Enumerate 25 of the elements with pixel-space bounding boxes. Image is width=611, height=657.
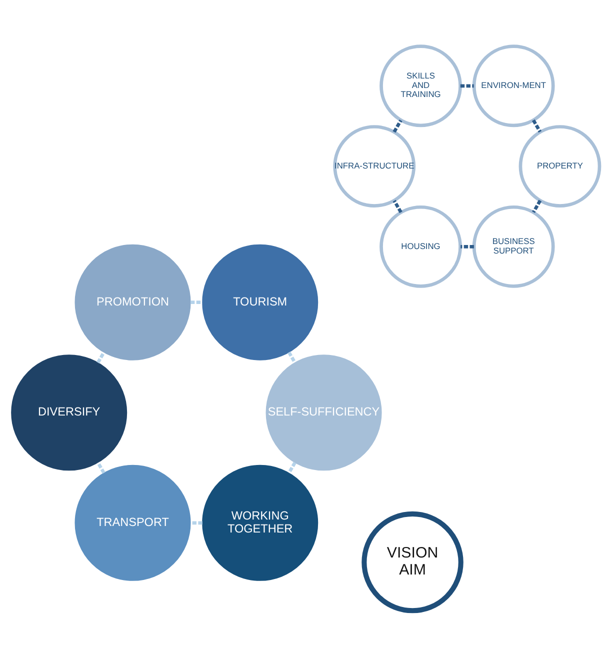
connector xyxy=(288,351,296,364)
connector xyxy=(460,244,474,248)
connector xyxy=(96,352,106,364)
node-circle: DIVERSIFY xyxy=(11,354,128,471)
node-circle: SKILLS AND TRAINING xyxy=(380,44,462,128)
connector xyxy=(190,300,202,304)
connector xyxy=(392,120,402,133)
connector xyxy=(460,84,474,88)
node-circle: TRANSPORT xyxy=(74,464,191,581)
node-circle: BUSINESS SUPPORT xyxy=(472,205,555,288)
node-circle: WORKING TOGETHER xyxy=(202,464,318,581)
node-circle: HOUSING xyxy=(380,205,462,288)
connector xyxy=(96,462,106,474)
node-circle: INFRA-STRUCTURE xyxy=(333,125,416,208)
node-circle: VISION AIM xyxy=(362,511,464,614)
connector xyxy=(532,119,542,133)
connector xyxy=(190,521,202,525)
node-circle: PROPERTY xyxy=(518,125,602,208)
connector xyxy=(532,200,542,214)
node-circle: ENVIRON-MENT xyxy=(472,44,555,128)
node-circle: PROMOTION xyxy=(74,244,191,360)
connector xyxy=(392,200,402,214)
node-circle: SELF-SUFFICIENCY xyxy=(266,354,382,471)
connector xyxy=(288,462,296,474)
node-circle: TOURISM xyxy=(202,244,318,360)
